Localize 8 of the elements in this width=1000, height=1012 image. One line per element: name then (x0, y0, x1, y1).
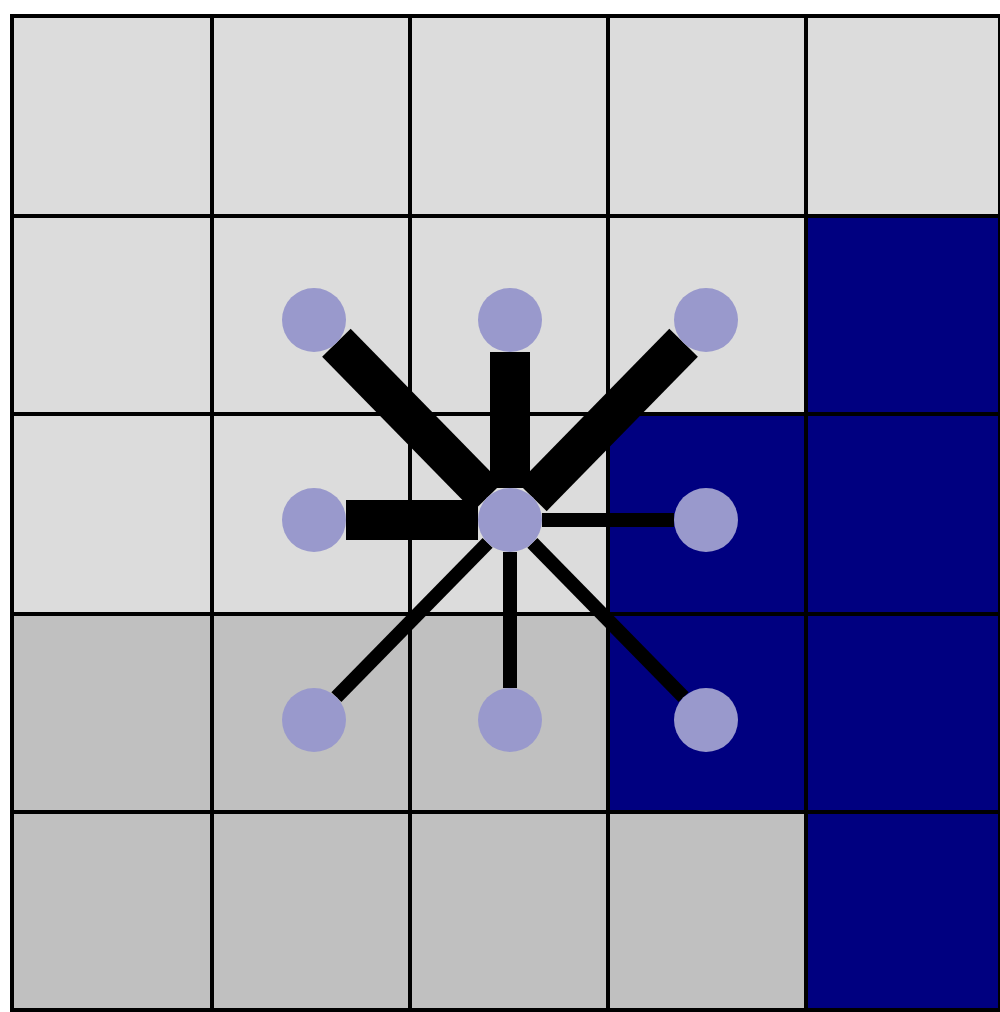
connector-line (503, 552, 517, 688)
connector-line (527, 537, 689, 703)
connector-line (346, 500, 478, 540)
connector-line (322, 328, 502, 512)
connector-line (518, 328, 698, 512)
connector-line (331, 537, 493, 703)
connector-line (542, 513, 674, 527)
connector-line (490, 352, 530, 488)
